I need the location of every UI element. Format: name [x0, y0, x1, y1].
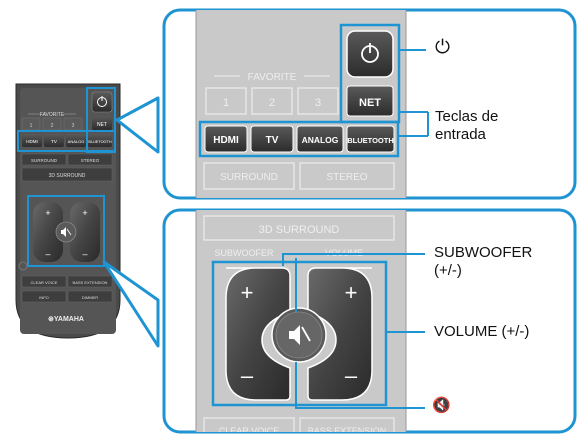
svg-text:SUBWOOFER: SUBWOOFER — [214, 248, 274, 258]
svg-text:3D SURROUND: 3D SURROUND — [259, 224, 340, 236]
svg-text:BLUETOOTH: BLUETOOTH — [88, 140, 111, 144]
input-keys-callout-line1: Teclas de — [435, 108, 499, 125]
svg-text:HDMI: HDMI — [213, 135, 239, 146]
bottom-zoom-content: 3D SURROUND SUBWOOFER VOLUME + + – – CLE… — [195, 210, 425, 436]
svg-text:BLUETOOTH: BLUETOOTH — [347, 136, 394, 145]
svg-text:2: 2 — [51, 123, 54, 129]
bottom-callout-wedge — [102, 260, 160, 348]
svg-text:–: – — [82, 249, 87, 259]
svg-text:DIMMER: DIMMER — [82, 295, 98, 300]
svg-text:2: 2 — [269, 97, 275, 109]
small-power-key — [91, 91, 113, 113]
svg-text:+: + — [45, 208, 50, 218]
subwoofer-callout-line1: SUBWOOFER — [434, 244, 533, 261]
svg-text:NET: NET — [359, 97, 381, 109]
small-favorite-label: FAVORITE — [40, 112, 65, 118]
input-keys-callout: Teclas de entrada — [435, 108, 498, 144]
yamaha-logo: ⊛YAMAHA — [48, 316, 84, 323]
svg-text:TV: TV — [266, 135, 279, 146]
svg-text:1: 1 — [30, 123, 33, 129]
svg-text:HDMI: HDMI — [26, 139, 38, 144]
subwoofer-callout: SUBWOOFER (+/-) — [434, 244, 532, 280]
svg-text:3D SURROUND: 3D SURROUND — [49, 173, 86, 179]
svg-text:SURROUND: SURROUND — [31, 158, 58, 163]
svg-text:–: – — [241, 363, 254, 388]
svg-text:ANALOG: ANALOG — [68, 139, 85, 144]
svg-text:TV: TV — [51, 139, 57, 144]
svg-text:SURROUND: SURROUND — [220, 172, 278, 183]
svg-text:STEREO: STEREO — [81, 158, 100, 163]
top-callout-wedge — [115, 96, 160, 154]
svg-text:+: + — [82, 208, 87, 218]
svg-text:–: – — [45, 249, 50, 259]
subwoofer-callout-line2: (+/-) — [434, 262, 462, 279]
svg-text:CLEAR VOICE: CLEAR VOICE — [219, 426, 280, 436]
svg-text:–: – — [345, 363, 358, 388]
svg-text:STEREO: STEREO — [326, 172, 367, 183]
svg-text:BASS EXTENSION: BASS EXTENSION — [308, 426, 387, 436]
mute-callout-icon: 🔇 — [432, 397, 451, 414]
top-zoom-content: FAVORITE 1 2 3 NET HDMI TV ANALOG BLUETO… — [195, 10, 407, 198]
svg-text:ANALOG: ANALOG — [302, 135, 339, 145]
svg-text:+: + — [241, 280, 254, 305]
svg-text:FAVORITE: FAVORITE — [248, 72, 297, 83]
small-net-key — [92, 116, 112, 130]
svg-text:3: 3 — [72, 123, 75, 129]
svg-text:3: 3 — [315, 97, 321, 109]
power-callout-symbol: ⏻ — [435, 37, 451, 58]
small-remote: FAVORITE 1 2 3 NET HDMI TV ANALOG BLUETO… — [15, 83, 121, 339]
svg-text:BASS EXTENSION: BASS EXTENSION — [73, 280, 108, 285]
svg-text:CLEAR VOICE: CLEAR VOICE — [31, 280, 58, 285]
svg-text:1: 1 — [223, 97, 229, 109]
svg-text:INFO: INFO — [39, 295, 49, 300]
volume-callout: VOLUME (+/-) — [434, 323, 530, 340]
svg-text:+: + — [345, 280, 358, 305]
input-keys-callout-line2: entrada — [435, 126, 486, 143]
svg-text:NET: NET — [97, 122, 107, 128]
